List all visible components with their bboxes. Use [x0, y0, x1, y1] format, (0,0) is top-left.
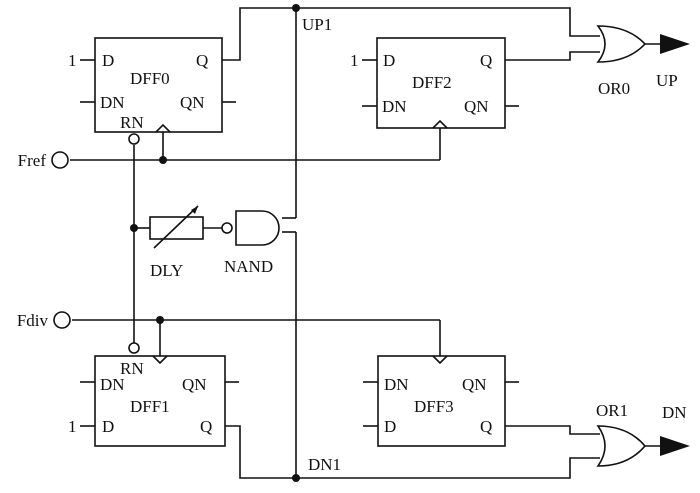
dff3-q-wire	[505, 425, 600, 435]
dff0-block: 1 D DN Q QN RN DFF0	[68, 37, 236, 145]
or0-gate: OR0 UP	[596, 25, 678, 98]
dff1-pin-rn: RN	[120, 359, 144, 378]
dff3-name: DFF3	[414, 397, 454, 416]
dff3-pin-qn: QN	[462, 375, 487, 394]
dff2-pin-qn: QN	[464, 97, 489, 116]
dff1-block: RN DN QN 1 D Q DFF1	[68, 342, 239, 447]
dff0-pin-dn: DN	[100, 93, 125, 112]
junction-dot	[292, 4, 300, 12]
dn1-net-label: DN1	[308, 455, 341, 474]
dn-output-label: DN	[662, 403, 687, 422]
clock-edge-icon	[155, 123, 171, 133]
dff1-pin-qn: QN	[182, 375, 207, 394]
dff1-pin-q: Q	[200, 417, 212, 436]
nand-gate: NAND	[221, 210, 280, 276]
junction-dot	[156, 316, 164, 324]
fref-terminal-icon	[51, 151, 69, 169]
up-arrow-icon	[660, 34, 690, 54]
junction-dot	[292, 474, 300, 482]
dff1-pin-d: D	[102, 417, 114, 436]
fref-label: Fref	[18, 151, 47, 170]
dff0-pin-qn: QN	[180, 93, 205, 112]
nand-bubble-icon	[221, 222, 233, 234]
dff1-d-const: 1	[68, 417, 77, 436]
dff0-q-wire	[222, 7, 600, 61]
junction-dot	[159, 156, 167, 164]
dff2-block: 1 D DN Q QN DFF2	[350, 37, 519, 129]
fdiv-terminal-icon	[53, 311, 71, 329]
dff0-pin-q: Q	[196, 51, 208, 70]
dly-label: DLY	[150, 261, 183, 280]
rn-bubble-icon	[128, 133, 140, 145]
junction-dot	[130, 224, 138, 232]
clock-edge-icon	[432, 355, 448, 365]
dn-arrow-icon	[660, 436, 690, 456]
fdiv-label: Fdiv	[17, 311, 49, 330]
dff0-pin-rn: RN	[120, 113, 144, 132]
clock-edge-icon	[432, 119, 448, 129]
dff2-pin-q: Q	[480, 51, 492, 70]
dff2-pin-d: D	[383, 51, 395, 70]
delay-element: DLY	[149, 205, 204, 280]
dff2-q-wire	[505, 51, 600, 61]
dff3-pin-q: Q	[480, 417, 492, 436]
up1-net-label: UP1	[302, 15, 332, 34]
dff1-q-wire	[225, 425, 600, 479]
or0-label: OR0	[598, 79, 630, 98]
dff2-d-const: 1	[350, 51, 359, 70]
dff1-pin-dn: DN	[100, 375, 125, 394]
dff3-block: DN QN D Q DFF3	[363, 355, 519, 447]
clock-edge-icon	[152, 355, 168, 365]
or1-label: OR1	[596, 401, 628, 420]
dff2-name: DFF2	[412, 73, 452, 92]
dff3-pin-dn: DN	[384, 375, 409, 394]
dff0-d-const: 1	[68, 51, 77, 70]
up-output-label: UP	[656, 71, 678, 90]
dff0-name: DFF0	[130, 69, 170, 88]
dff0-pin-d: D	[102, 51, 114, 70]
dff1-name: DFF1	[130, 397, 170, 416]
rn-bubble-icon	[128, 342, 140, 354]
dff3-pin-d: D	[384, 417, 396, 436]
dff2-pin-dn: DN	[382, 97, 407, 116]
or1-gate: OR1 DN	[596, 401, 687, 467]
nand-label: NAND	[224, 257, 273, 276]
